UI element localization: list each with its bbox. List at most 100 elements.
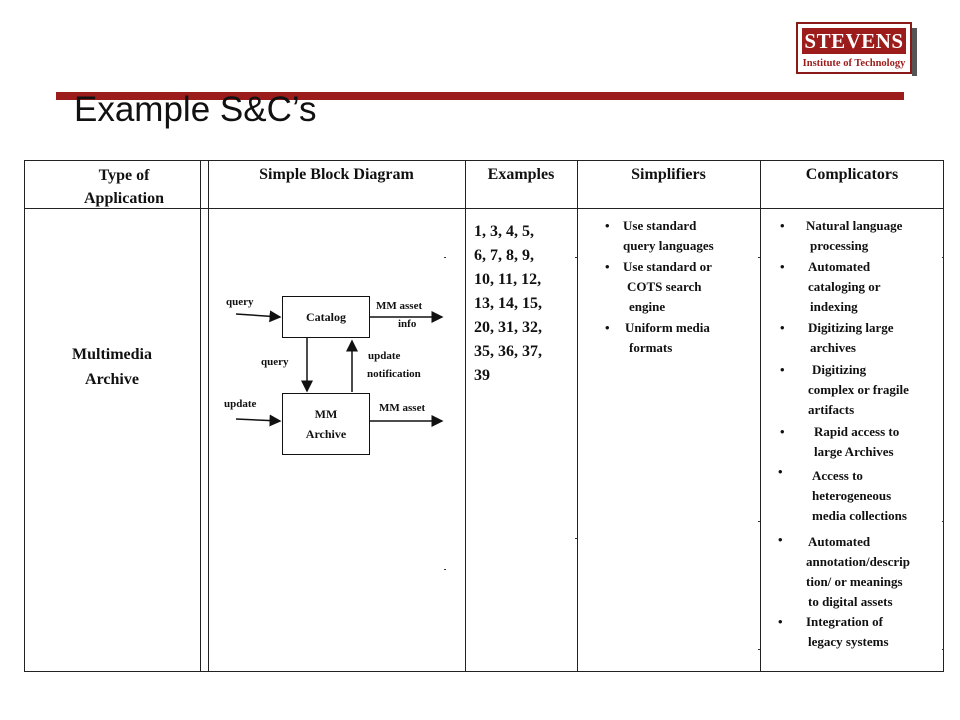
complicator-item: • Automated cataloging or indexing [780, 257, 881, 317]
bullet-icon: • [778, 614, 783, 629]
bullet-icon: • [605, 320, 610, 335]
tick-mark [942, 649, 944, 650]
example-line: 35, 36, 37, [474, 343, 542, 360]
simplifier-line: COTS search [627, 279, 702, 294]
application-type-line1: Multimedia [72, 346, 152, 363]
mm-archive-box: MM Archive [282, 393, 370, 455]
header-complicators: Complicators [805, 166, 899, 183]
bullet-icon: • [780, 424, 785, 439]
application-type-cell: Multimedia Archive [24, 342, 200, 392]
example-line: 1, 3, 4, 5, [474, 223, 534, 240]
logo-shadow [912, 28, 917, 76]
bullet-icon: • [780, 362, 785, 377]
complicator-line: annotation/descrip [806, 554, 911, 569]
complicator-line: media collections [812, 508, 907, 523]
complicator-line: Rapid access to [814, 424, 900, 439]
update-notification-label-line2: notification [367, 368, 421, 380]
application-type-line2: Archive [85, 371, 139, 388]
bullet-icon: • [780, 218, 785, 233]
complicator-line: Digitizing [812, 362, 867, 377]
complicator-line: complex or fragile [808, 382, 909, 397]
archive-label-line1: MM [314, 407, 338, 421]
update-notification-label-line1: update [368, 350, 401, 362]
column-divider [465, 160, 466, 672]
tick-mark [575, 257, 577, 258]
complicator-line: cataloging or [808, 279, 881, 294]
tick-mark [758, 649, 760, 650]
complicator-item: • Automated annotation/descrip tion/ or … [778, 532, 911, 612]
complicator-line: large Archives [814, 444, 894, 459]
tick-mark [575, 538, 577, 539]
example-line: 6, 7, 8, 9, [474, 247, 534, 264]
bullet-icon: • [780, 259, 785, 274]
complicator-line: heterogeneous [812, 488, 892, 503]
query-down-label: query [261, 356, 289, 368]
bullet-icon: • [778, 464, 783, 479]
example-line: 39 [474, 367, 490, 384]
complicator-item: • Access to heterogeneous media collecti… [778, 464, 907, 526]
complicator-line: Automated [808, 534, 871, 549]
query-in-arrow [235, 310, 282, 323]
query-in-label: query [226, 296, 254, 308]
header-simplifiers: Simplifiers [631, 166, 706, 183]
tick-mark [444, 257, 446, 258]
complicator-line: Automated [808, 259, 871, 274]
complicator-line: processing [810, 238, 869, 253]
complicator-line: Digitizing large [808, 320, 894, 335]
bullet-icon: • [778, 532, 783, 547]
simplifier-line: query languages [623, 238, 714, 253]
complicator-line: archives [810, 340, 856, 355]
mm-asset-out-label: MM asset [379, 402, 426, 414]
column-divider [208, 160, 209, 672]
simplifier-item: • Use standard or COTS search engine [605, 257, 712, 317]
example-line: 13, 14, 15, [474, 295, 542, 312]
stevens-logo: STEVENS Institute of Technology [796, 22, 912, 74]
tick-mark [942, 257, 944, 258]
column-divider [577, 160, 578, 672]
complicator-line: indexing [810, 299, 858, 314]
catalog-box: Catalog [282, 296, 370, 338]
tick-mark [942, 521, 944, 522]
example-line: 20, 31, 32, [474, 319, 542, 336]
sc-table [24, 160, 944, 672]
simplifier-line: Use standard [623, 218, 697, 233]
archive-label-line2: Archive [305, 427, 347, 441]
complicator-line: to digital assets [808, 594, 893, 609]
complicator-line: Access to [812, 468, 863, 483]
simplifier-line: Uniform media [625, 320, 710, 335]
column-divider [200, 160, 201, 672]
update-in-label: update [224, 398, 257, 410]
page-title: Example S&C’s [74, 90, 317, 129]
mm-asset-info-label-line1: MM asset [376, 300, 423, 312]
column-divider [760, 160, 761, 672]
simplifier-line: Use standard or [623, 259, 712, 274]
simplifier-item: • Use standard query languages [605, 216, 714, 256]
simplifier-line: formats [629, 340, 673, 355]
update-in-arrow [235, 414, 282, 427]
bullet-icon: • [605, 259, 610, 274]
logo-subtitle: Institute of Technology [802, 58, 906, 69]
complicator-line: Natural language [806, 218, 903, 233]
tick-mark [758, 257, 760, 258]
complicator-line: artifacts [808, 402, 855, 417]
complicator-item: • Natural language processing [780, 216, 903, 256]
header-divider [24, 208, 944, 209]
header-simple-block-diagram: Simple Block Diagram [259, 166, 414, 183]
complicator-item: • Digitizing complex or fragile artifact… [780, 360, 909, 420]
complicator-line: legacy systems [808, 634, 889, 649]
examples-list: 1, 3, 4, 5, 6, 7, 8, 9, 10, 11, 12, 13, … [474, 220, 584, 388]
complicator-line: tion/ or meanings [806, 574, 903, 589]
example-line: 10, 11, 12, [474, 271, 542, 288]
tick-mark [444, 569, 446, 570]
complicator-item: • Digitizing large archives [780, 318, 894, 358]
title-accent-bar [56, 92, 904, 100]
bullet-icon: • [780, 320, 785, 335]
simplifier-line: engine [629, 299, 666, 314]
complicator-item: • Rapid access to large Archives [780, 422, 900, 462]
complicator-line: Integration of [806, 614, 883, 629]
simplifier-item: • Uniform media formats [605, 318, 710, 358]
header-type-line2: Application [83, 190, 164, 207]
logo-name: STEVENS [802, 28, 906, 54]
mm-asset-info-label-line2: info [398, 318, 417, 330]
